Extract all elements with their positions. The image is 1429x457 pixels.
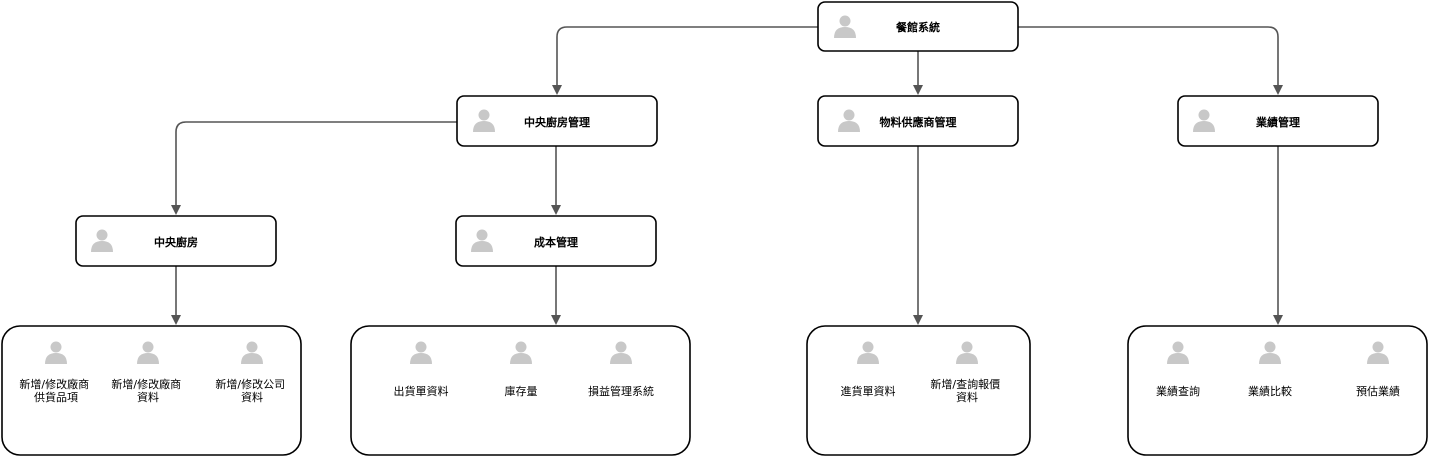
- leaf-label: 新增/修改廠商 供貨品項: [19, 377, 92, 404]
- arrowhead: [551, 205, 561, 215]
- node-title: 物料供應商管理: [880, 115, 957, 129]
- arrowhead: [171, 315, 181, 325]
- node-cost-management[interactable]: 成本管理: [455, 215, 657, 267]
- leaf-item[interactable]: 進貨單資料: [841, 341, 896, 399]
- leaf-label-line: 新增/修改公司: [215, 377, 285, 391]
- arrowhead: [171, 205, 181, 215]
- node-central-kitchen-management[interactable]: 中央廚房管理: [456, 95, 658, 147]
- arrowhead: [551, 315, 561, 325]
- leaf-item[interactable]: 新增/修改廠商 資料: [111, 341, 184, 405]
- node-performance-management[interactable]: 業績管理: [1177, 95, 1379, 147]
- leaf-label: 庫存量: [505, 384, 538, 398]
- leaf-label: 新增/修改廠商 資料: [111, 377, 184, 404]
- leaf-label-line: 資料: [956, 390, 978, 404]
- edge-root-performance: [1018, 26, 1279, 86]
- arrowhead: [913, 315, 923, 325]
- node-supplier-management[interactable]: 物料供應商管理: [817, 95, 1019, 147]
- edge-central-kitchen: [175, 121, 457, 206]
- leaf-label: 新增/修改公司 資料: [215, 377, 288, 404]
- arrowhead: [552, 85, 562, 95]
- leaf-label: 出貨單資料: [394, 384, 449, 398]
- node-title: 業績管理: [1255, 115, 1300, 129]
- leaf-item[interactable]: 新增/修改廠商 供貨品項: [19, 341, 92, 405]
- leaf-item[interactable]: 新增/查詢報價 資料: [930, 341, 1003, 405]
- arrowhead: [913, 85, 923, 95]
- leaf-label: 業績比較: [1248, 384, 1292, 398]
- node-central-kitchen[interactable]: 中央廚房: [75, 215, 277, 267]
- leaf-item[interactable]: 業績查詢: [1156, 341, 1200, 399]
- leaf-item[interactable]: 出貨單資料: [394, 341, 449, 399]
- leaf-item[interactable]: 預估業績: [1356, 341, 1400, 399]
- leaf-label: 預估業績: [1356, 384, 1400, 398]
- leaf-label-line: 新增/修改廠商: [111, 377, 181, 391]
- node-title: 餐館系統: [895, 20, 940, 34]
- leaf-label: 業績查詢: [1156, 384, 1200, 398]
- edges: [171, 26, 1283, 325]
- group-supplier-items: 進貨單資料 新增/查詢報價 資料: [806, 325, 1031, 456]
- leaf-label-line: 供貨品項: [34, 390, 78, 404]
- leaf-label-line: 資料: [241, 390, 263, 404]
- leaf-item[interactable]: 業績比較: [1248, 341, 1292, 399]
- node-title: 中央廚房管理: [524, 115, 590, 129]
- leaf-label: 進貨單資料: [841, 384, 896, 398]
- leaf-item[interactable]: 庫存量: [505, 341, 538, 399]
- leaf-item[interactable]: 新增/修改公司 資料: [215, 341, 288, 405]
- edge-root-central: [556, 26, 818, 86]
- group-cost-items: 出貨單資料 庫存量 損益管理系統: [350, 325, 691, 456]
- leaf-label: 新增/查詢報價 資料: [930, 377, 1003, 404]
- group-kitchen-items: 新增/修改廠商 供貨品項 新增/修改廠商 資料 新增/修改公司 資料: [1, 325, 302, 456]
- leaf-label: 損益管理系統: [588, 384, 654, 398]
- node-title: 中央廚房: [154, 235, 198, 249]
- leaf-item[interactable]: 損益管理系統: [588, 341, 654, 399]
- leaf-label-line: 資料: [137, 390, 159, 404]
- arrowhead: [1273, 315, 1283, 325]
- arrowhead: [1273, 85, 1283, 95]
- leaf-label-line: 新增/修改廠商: [19, 377, 89, 391]
- node-root[interactable]: 餐館系統: [817, 1, 1019, 52]
- group-performance-items: 業績查詢 業績比較 預估業績: [1127, 325, 1428, 456]
- leaf-label-line: 新增/查詢報價: [930, 377, 1000, 391]
- node-title: 成本管理: [534, 235, 578, 249]
